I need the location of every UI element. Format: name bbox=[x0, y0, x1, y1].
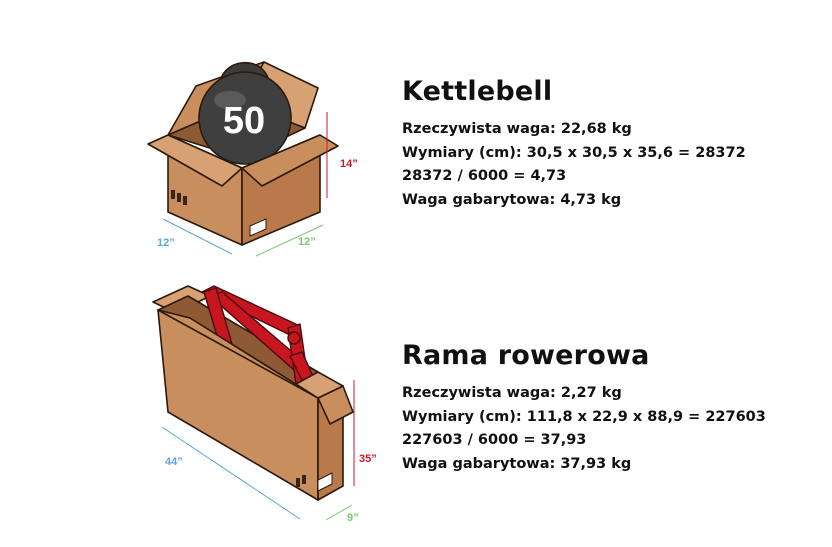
kettlebell-box-handling-marks bbox=[171, 190, 187, 205]
kettlebell-highlight bbox=[214, 91, 246, 109]
bike-frame-title: Rama rowerowa bbox=[402, 340, 650, 371]
bike-box-label bbox=[317, 472, 333, 492]
kettlebell-title: Kettlebell bbox=[402, 76, 553, 107]
bike-dim-height: 35” bbox=[359, 453, 377, 465]
kettlebell-calculation: 28372 / 6000 = 4,73 bbox=[402, 168, 567, 184]
bike-frame-dim-weight: Waga gabarytowa: 37,93 kg bbox=[402, 455, 632, 472]
bike-frame-dimensions: Wymiary (cm): 111,8 x 22,9 x 88,9 = 2276… bbox=[402, 408, 766, 425]
kettlebell-dim-line-depth bbox=[255, 224, 324, 257]
bike-dim-depth: 9” bbox=[347, 512, 359, 524]
bike-frame-actual-weight: Rzeczywista waga: 2,27 kg bbox=[402, 385, 622, 401]
bike-frame-calculation: 227603 / 6000 = 37,93 bbox=[402, 432, 587, 448]
bike-frame-bottom-bracket bbox=[287, 331, 301, 345]
kettlebell-actual-weight: Rzeczywista waga: 22,68 kg bbox=[402, 121, 632, 137]
kettlebell-dim-weight: Waga gabarytowa: 4,73 kg bbox=[402, 191, 622, 208]
bike-box-handling-marks bbox=[296, 475, 306, 487]
kettlebell-weight-label: 50 bbox=[223, 100, 265, 142]
kettlebell-box-label bbox=[249, 218, 267, 237]
kettlebell-box-front-flap-right bbox=[241, 134, 339, 187]
kettlebell-dim-height: 14” bbox=[340, 158, 358, 170]
bike-box-end-flap-top bbox=[295, 371, 344, 399]
bike-dim-line-length bbox=[161, 426, 301, 520]
bike-dim-line-depth bbox=[325, 504, 353, 521]
kettlebell-dim-depth: 12” bbox=[298, 236, 316, 248]
kettlebell-info: Kettlebell Rzeczywista waga: 22,68 kg Wy… bbox=[402, 76, 746, 212]
kettlebell-dim-width: 12” bbox=[157, 237, 175, 249]
kettlebell-dimensions: Wymiary (cm): 30,5 x 30,5 x 35,6 = 28372 bbox=[402, 144, 746, 161]
bike-frame-info: Rama rowerowa Rzeczywista waga: 2,27 kg … bbox=[402, 340, 766, 476]
bike-dim-length: 44” bbox=[165, 456, 183, 468]
kettlebell-box-front-flap-left bbox=[147, 134, 243, 187]
bike-box-illustration bbox=[152, 285, 354, 501]
kettlebell-box-illustration: 50 bbox=[147, 61, 339, 246]
kettlebell-dim-line-width bbox=[162, 218, 233, 255]
